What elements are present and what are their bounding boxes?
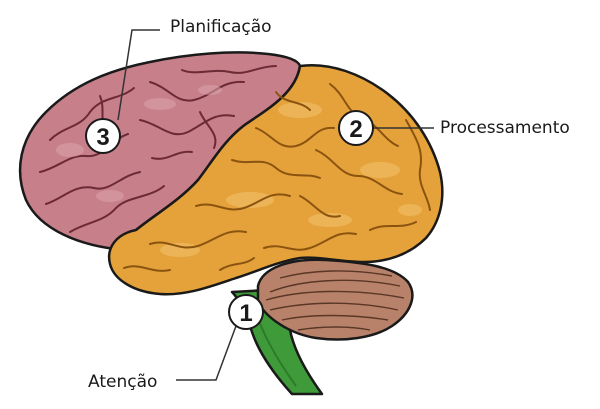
cortex-gyri — [123, 83, 431, 272]
marker-attention-number: 1 — [239, 300, 252, 327]
label-attention: Atenção — [88, 372, 158, 392]
marker-processing: 2 — [338, 110, 374, 146]
marker-planning-number: 3 — [96, 124, 109, 151]
marker-processing-number: 2 — [349, 116, 362, 143]
leader-attention — [176, 325, 237, 381]
label-planning: Planificação — [170, 17, 272, 37]
marker-attention: 1 — [228, 294, 264, 330]
leader-lines — [117, 29, 434, 381]
leader-planning — [117, 29, 160, 121]
label-processing: Processamento — [440, 118, 570, 138]
cerebellum — [256, 258, 414, 341]
cerebellum-folds — [265, 270, 405, 331]
marker-planning: 3 — [85, 118, 121, 154]
